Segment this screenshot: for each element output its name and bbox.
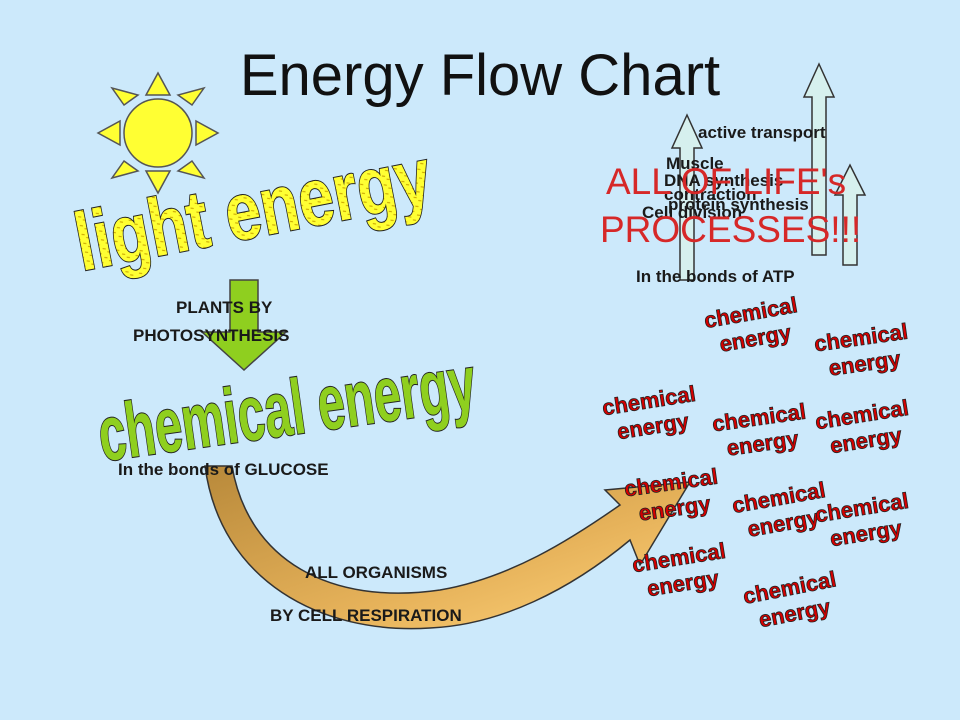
life-processes-line1: ALL OF LIFE's (606, 161, 847, 202)
up-arrow (833, 163, 867, 266)
process-active-transport: active transport (698, 123, 826, 142)
up-arrows (670, 62, 867, 281)
process-muscle: Muscle (666, 154, 724, 173)
process-contraction: contraction (664, 185, 757, 204)
respiration-label: BY CELL RESPIRATION (270, 606, 462, 625)
page-title: Energy Flow Chart (239, 43, 721, 108)
up-arrow (670, 113, 704, 281)
curved-arrow-icon (204, 465, 692, 630)
life-processes-line2: PROCESSES!!! (600, 209, 862, 250)
process-dna-synthesis: DNA synthesis (664, 171, 784, 190)
down-arrow-icon (200, 279, 288, 372)
plants-label-line2: PHOTOSYNTHESIS (133, 326, 290, 345)
organisms-label: ALL ORGANISMS (305, 563, 448, 582)
process-protein-synthesis: protein synthesis (668, 195, 809, 214)
glucose-label: In the bonds of GLUCOSE (118, 460, 329, 479)
process-cell-division: Cell division (642, 203, 743, 222)
plants-label-line1: PLANTS BY (176, 298, 273, 317)
up-arrow (802, 62, 836, 256)
atp-label: In the bonds of ATP (636, 267, 795, 286)
sun-icon (96, 71, 220, 195)
